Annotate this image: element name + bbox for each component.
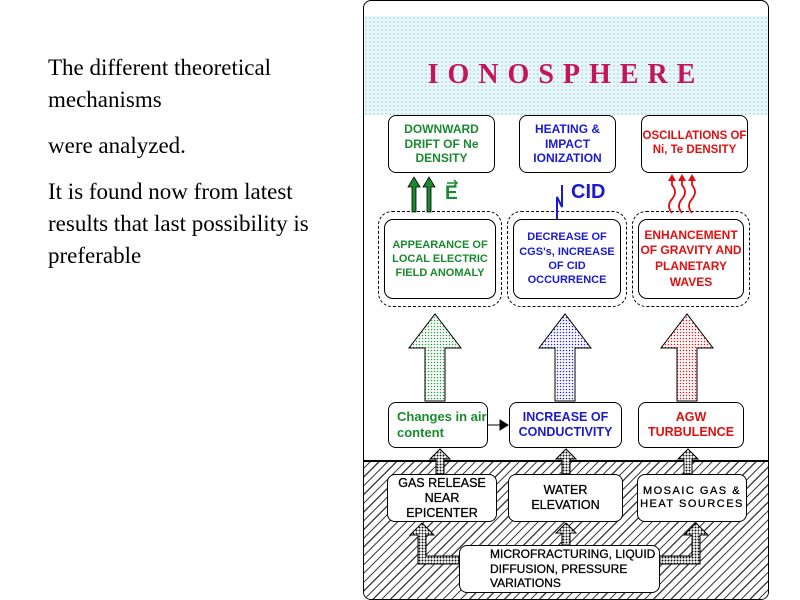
mid-group-center: [507, 211, 627, 307]
intro-line-3: It is found now from latest results that…: [48, 179, 309, 268]
lower-box-center: INCREASE OF CONDUCTIVITY: [509, 402, 622, 448]
ground-box-right: MOSAIC GAS & HEAT SOURCES: [637, 474, 747, 522]
bent-arrow-left: [408, 522, 460, 565]
e-vector-mark: [447, 179, 459, 187]
center-up-arrow: [554, 522, 578, 546]
ionosphere-band: [364, 16, 768, 115]
connector-arrow: [488, 419, 509, 431]
mid-group-left: [378, 211, 502, 307]
bent-arrow-right: [659, 522, 710, 565]
wave-arrows: [668, 179, 696, 214]
mid-box-center: DECREASE OF CGS's, INCREASE OF CID OCCUR…: [513, 219, 621, 299]
intro-line-2: were analyzed.: [48, 133, 186, 158]
ground-box-left: GAS RELEASE NEAR EPICENTER: [387, 474, 497, 522]
cid-label: CID: [571, 181, 606, 203]
top-box-right: OSCILLATIONS OF Ni, Te DENSITY: [641, 115, 748, 173]
lower-box-left: Changes in air content: [388, 402, 488, 448]
diagram-arrows: [407, 174, 715, 565]
top-box-center: HEATING & IMPACT IONIZATION: [519, 115, 616, 173]
electric-field-symbol: E: [445, 183, 458, 204]
ground-up-arrows: [428, 448, 700, 475]
green-up-arrow: [407, 313, 463, 402]
mechanism-diagram: IONOSPHERE DOWNWARD DRIFT OF Ne DENSITY …: [363, 0, 769, 600]
ionosphere-title: IONOSPHERE: [427, 59, 705, 90]
source-box: MICROFRACTURING, LIQUID DIFFUSION, PRESS…: [459, 545, 660, 593]
red-up-arrow: [659, 313, 715, 402]
cid-zigzag-icon: [556, 185, 563, 219]
intro-line-1: The different theoretical mechanisms: [48, 55, 272, 112]
mid-box-right: ENHANCEMENT OF GRAVITY AND PLANETARY WAV…: [638, 219, 744, 299]
intro-text-block: The different theoretical mechanisms wer…: [48, 52, 338, 286]
e-field-arrows: [407, 176, 436, 213]
top-box-left: DOWNWARD DRIFT OF Ne DENSITY: [388, 115, 495, 173]
lower-box-right: AGW TURBULENCE: [638, 402, 744, 448]
mid-box-left: APPEARANCE OF LOCAL ELECTRIC FIELD ANOMA…: [384, 219, 496, 299]
blue-up-arrow: [537, 313, 593, 402]
